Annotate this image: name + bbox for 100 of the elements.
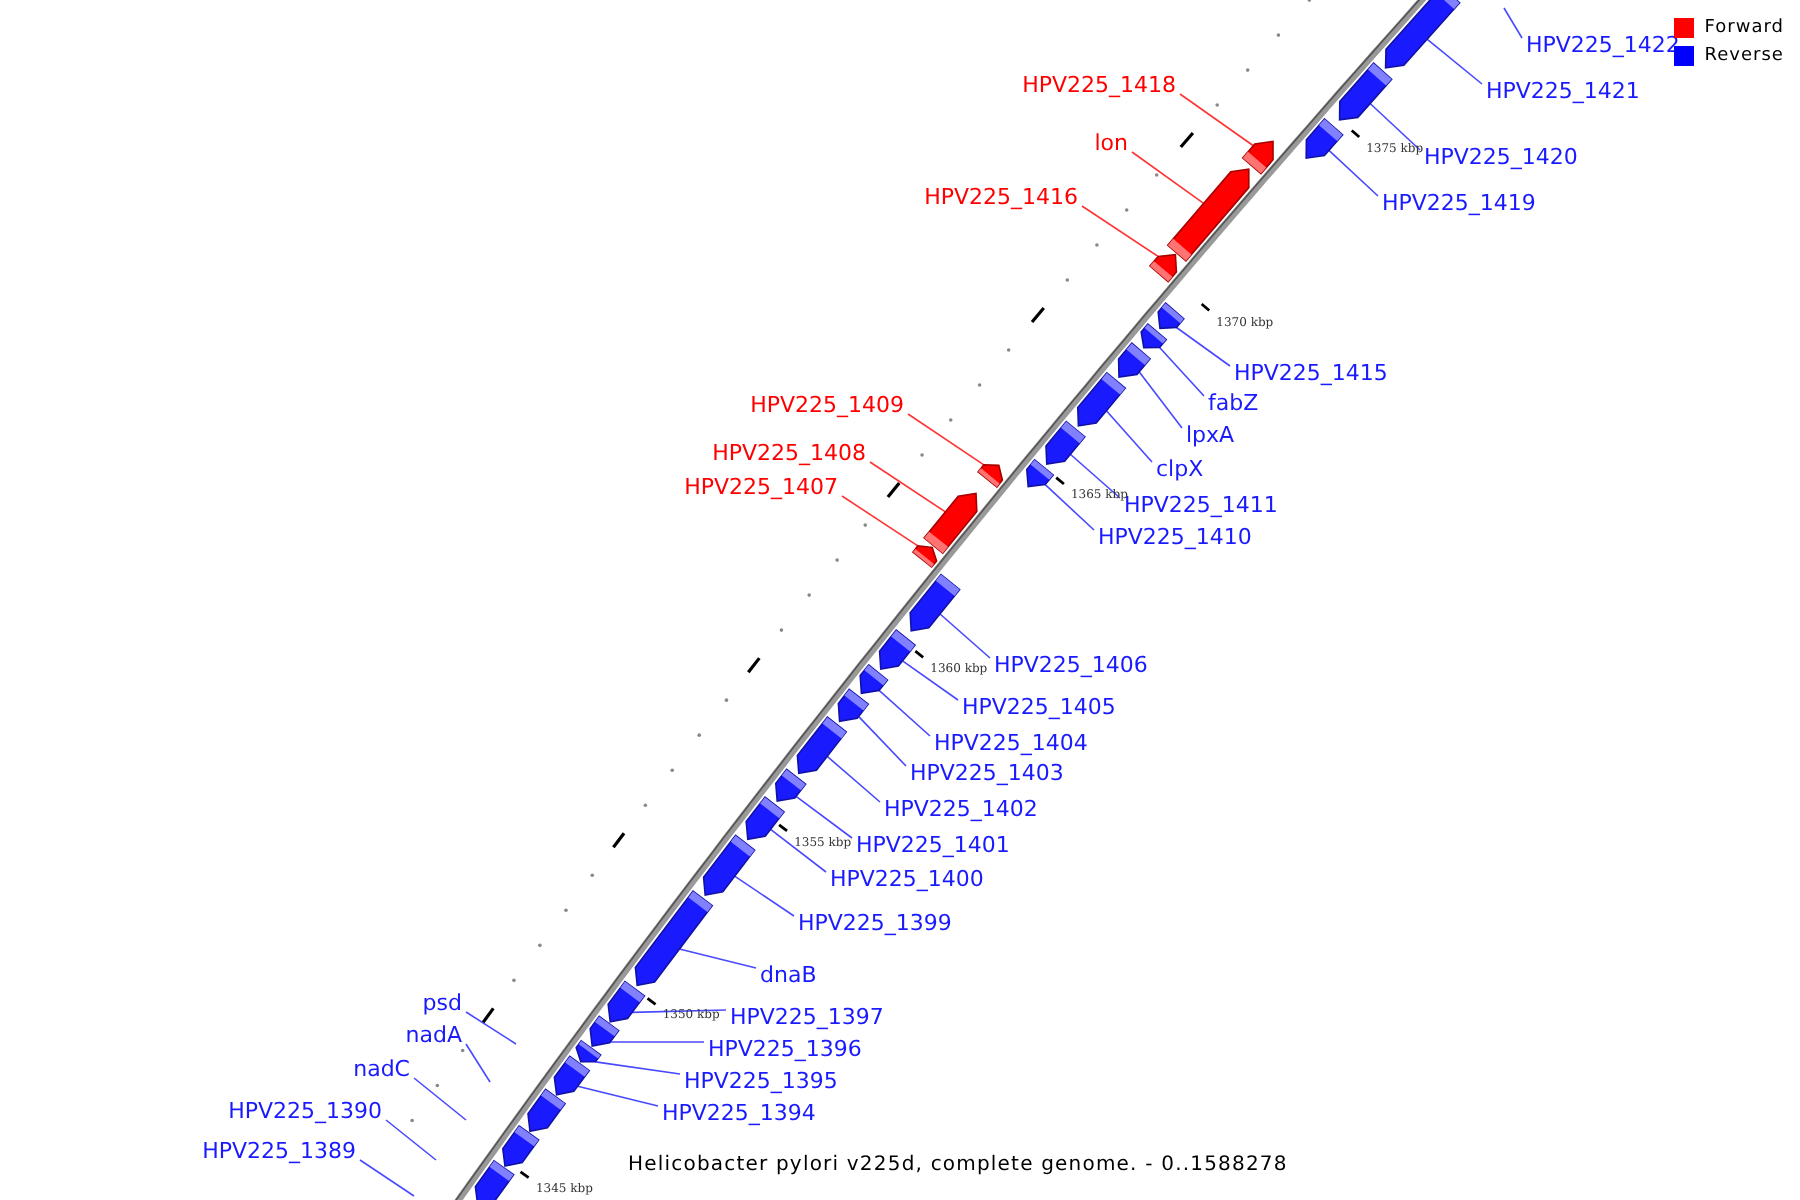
gene-label: HPV225_1400 <box>830 866 984 894</box>
gene-label: psd <box>422 990 462 1018</box>
leader-line <box>1179 93 1255 147</box>
gene-label: clpX <box>1156 456 1204 484</box>
gene-label: HPV225_1419 <box>1382 190 1536 218</box>
gene-block <box>1077 371 1127 427</box>
leader-line <box>594 1061 681 1075</box>
gene-label: HPV225_1410 <box>1098 524 1252 552</box>
gene-block <box>1241 140 1274 175</box>
gene-label: dnaB <box>760 962 817 990</box>
gene-block <box>1157 302 1185 330</box>
gene-block <box>1025 458 1055 488</box>
leader-line <box>1328 149 1379 197</box>
gene-label: HPV225_1421 <box>1486 78 1640 106</box>
gene-label: HPV225_1416 <box>924 184 1078 212</box>
gene-block <box>1117 342 1152 378</box>
gene-label: fabZ <box>1208 390 1259 418</box>
gene-block <box>909 573 961 632</box>
leader-line <box>733 875 795 917</box>
gene-block <box>1045 420 1086 465</box>
gene-label: HPV225_1411 <box>1124 492 1278 520</box>
gene-label: HPV225_1390 <box>228 1098 382 1126</box>
leader-line <box>795 795 853 839</box>
gene-block <box>1166 168 1250 262</box>
leader-line <box>1081 205 1159 258</box>
gene-label: nadA <box>405 1022 462 1050</box>
gene-label: HPV225_1396 <box>708 1036 862 1064</box>
leader-line <box>1369 102 1421 151</box>
gene-block <box>634 890 714 987</box>
gene-label: lon <box>1094 130 1128 158</box>
gene-label: HPV225_1389 <box>202 1138 356 1166</box>
gene-label: HPV225_1422 <box>1526 32 1680 60</box>
gene-label: HPV225_1399 <box>798 910 952 938</box>
gene-block <box>774 768 807 802</box>
leader-line <box>385 1119 437 1161</box>
leader-line <box>939 613 991 659</box>
leader-line <box>631 1009 727 1014</box>
gene-block <box>1338 62 1393 121</box>
gene-block <box>702 834 756 896</box>
leader-line <box>1069 453 1121 499</box>
leader-line <box>869 461 947 513</box>
gene-block <box>745 796 786 841</box>
gene-label: HPV225_1404 <box>934 730 1088 758</box>
gene-block <box>527 1088 567 1133</box>
leader-line <box>465 1011 517 1045</box>
gene-block <box>575 1039 602 1063</box>
gene-block <box>607 980 646 1023</box>
gene-label: HPV225_1397 <box>730 1004 884 1032</box>
gene-label: HPV225_1418 <box>1022 72 1176 100</box>
legend-label: Forward <box>1704 18 1784 38</box>
leader-line <box>413 1077 467 1121</box>
gene-label: HPV225_1394 <box>662 1100 816 1128</box>
gene-label: HPV225_1395 <box>684 1068 838 1096</box>
gene-block <box>1148 253 1178 283</box>
leader-line <box>857 715 907 767</box>
gene-label: HPV225_1405 <box>962 694 1116 722</box>
gene-block <box>1140 323 1168 349</box>
legend-label: Reverse <box>1704 46 1784 66</box>
gene-block <box>977 464 1004 489</box>
gene-block <box>796 716 848 775</box>
gene-label: HPV225_1402 <box>884 796 1038 824</box>
gene-label: nadC <box>353 1056 410 1084</box>
leader-line <box>609 1041 705 1043</box>
leader-line <box>1131 151 1205 205</box>
leader-line <box>359 1159 415 1197</box>
leader-line <box>576 1085 659 1107</box>
gene-block <box>589 1015 620 1047</box>
gene-block <box>911 544 938 569</box>
leader-line <box>901 660 959 701</box>
leader-line <box>878 689 931 737</box>
leader-line <box>1175 326 1231 367</box>
caption: Helicobacter pylori v225d, complete genome. - 0..1588278 <box>628 1154 1288 1176</box>
leader-line <box>826 755 881 803</box>
leader-line <box>1044 483 1095 531</box>
leader-line <box>1503 7 1523 39</box>
leader-line <box>841 495 919 547</box>
gene-label: HPV225_1409 <box>750 392 904 420</box>
leader-line <box>1105 410 1153 463</box>
gene-block <box>1384 0 1461 69</box>
leader-line <box>769 828 827 873</box>
gene-block <box>859 663 889 695</box>
leader-line <box>678 948 757 969</box>
leader-line <box>1426 38 1483 85</box>
gene-label: HPV225_1401 <box>856 832 1010 860</box>
gene-label: HPV225_1415 <box>1234 360 1388 388</box>
gene-label: HPV225_1403 <box>910 760 1064 788</box>
gene-block <box>878 629 917 670</box>
leader-line <box>465 1043 491 1083</box>
leader-line <box>1138 370 1183 429</box>
gene-block <box>553 1055 591 1096</box>
gene-label: HPV225_1420 <box>1424 144 1578 172</box>
gene-block <box>501 1124 540 1167</box>
gene-label: HPV225_1407 <box>684 474 838 502</box>
gene-label: lpxA <box>1186 422 1235 450</box>
gene-block <box>474 1159 515 1200</box>
gene-block <box>1305 117 1344 160</box>
gene-block <box>837 688 870 723</box>
gene-label: HPV225_1408 <box>712 440 866 468</box>
leader-line <box>907 413 985 466</box>
gene-block <box>923 492 978 555</box>
